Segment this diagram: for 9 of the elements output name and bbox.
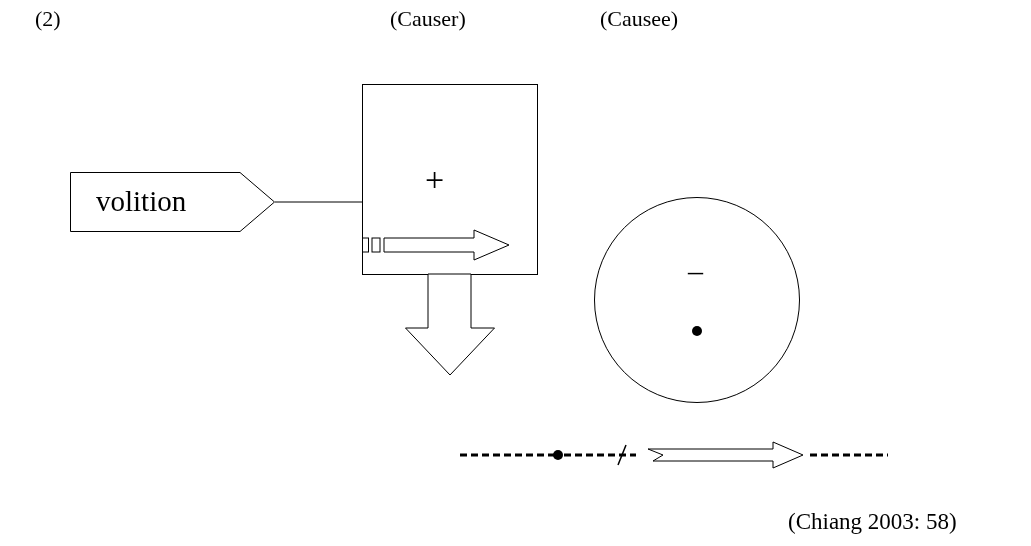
plus-sign: + bbox=[425, 163, 445, 197]
example-number: (2) bbox=[35, 8, 61, 30]
connector-line bbox=[274, 201, 363, 203]
causer-box bbox=[362, 84, 538, 275]
pentagon-tag: volition bbox=[70, 172, 275, 232]
role-label: (Causee) bbox=[600, 8, 679, 30]
citation: (Chiang 2003: 58) bbox=[788, 510, 957, 533]
role-label: (Causer) bbox=[390, 8, 466, 30]
minus-sign: – bbox=[688, 256, 703, 286]
